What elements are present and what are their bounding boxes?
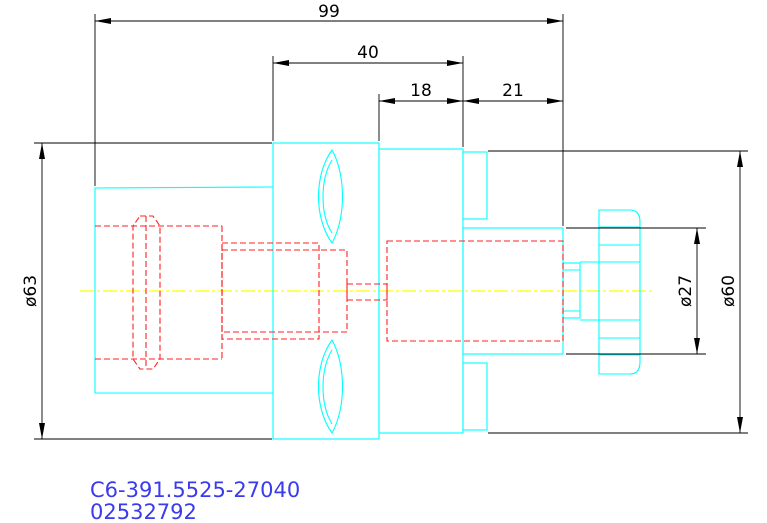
dim-text-27: ø27	[676, 275, 696, 307]
knob-head	[598, 209, 641, 375]
dim-text-21: 21	[502, 81, 524, 101]
groove	[132, 215, 161, 370]
dim-text-40: 40	[357, 43, 379, 63]
shank-outline	[94, 186, 274, 394]
arrow-18-left	[379, 98, 395, 104]
pilot-bore	[386, 240, 564, 342]
part-outline	[94, 142, 641, 440]
drive-key-bottom	[462, 362, 488, 431]
dim-text-18: 18	[410, 81, 432, 101]
dim-text-63: ø63	[21, 275, 41, 307]
arrow-40-left	[273, 60, 289, 66]
part-code: C6-391.5525-27040	[90, 478, 300, 502]
arrow-40-right	[447, 60, 463, 66]
coolant-passage	[346, 283, 388, 301]
arrow-27-top	[694, 228, 700, 244]
arrow-21-right	[547, 98, 563, 104]
hidden-lines	[95, 215, 564, 370]
slot-top-inner	[322, 159, 333, 234]
arrow-60-top	[737, 151, 743, 167]
dim-text-99: 99	[318, 2, 340, 22]
dimension-lines	[34, 14, 748, 440]
arrow-27-bottom	[694, 338, 700, 354]
slot-bottom	[318, 338, 343, 435]
drive-key-top	[462, 151, 488, 220]
slot-top	[318, 148, 343, 245]
arrow-63-top	[39, 143, 45, 159]
arrow-99-right	[547, 18, 563, 24]
arrow-99-left	[95, 18, 111, 24]
arrow-60-bottom	[737, 417, 743, 433]
arrow-18-right	[447, 98, 463, 104]
slot-bottom-inner	[322, 349, 333, 425]
arrow-21-left	[463, 98, 479, 104]
part-number: 02532792	[90, 500, 197, 523]
dim-text-60: ø60	[719, 275, 739, 307]
arrow-63-bottom	[39, 423, 45, 439]
